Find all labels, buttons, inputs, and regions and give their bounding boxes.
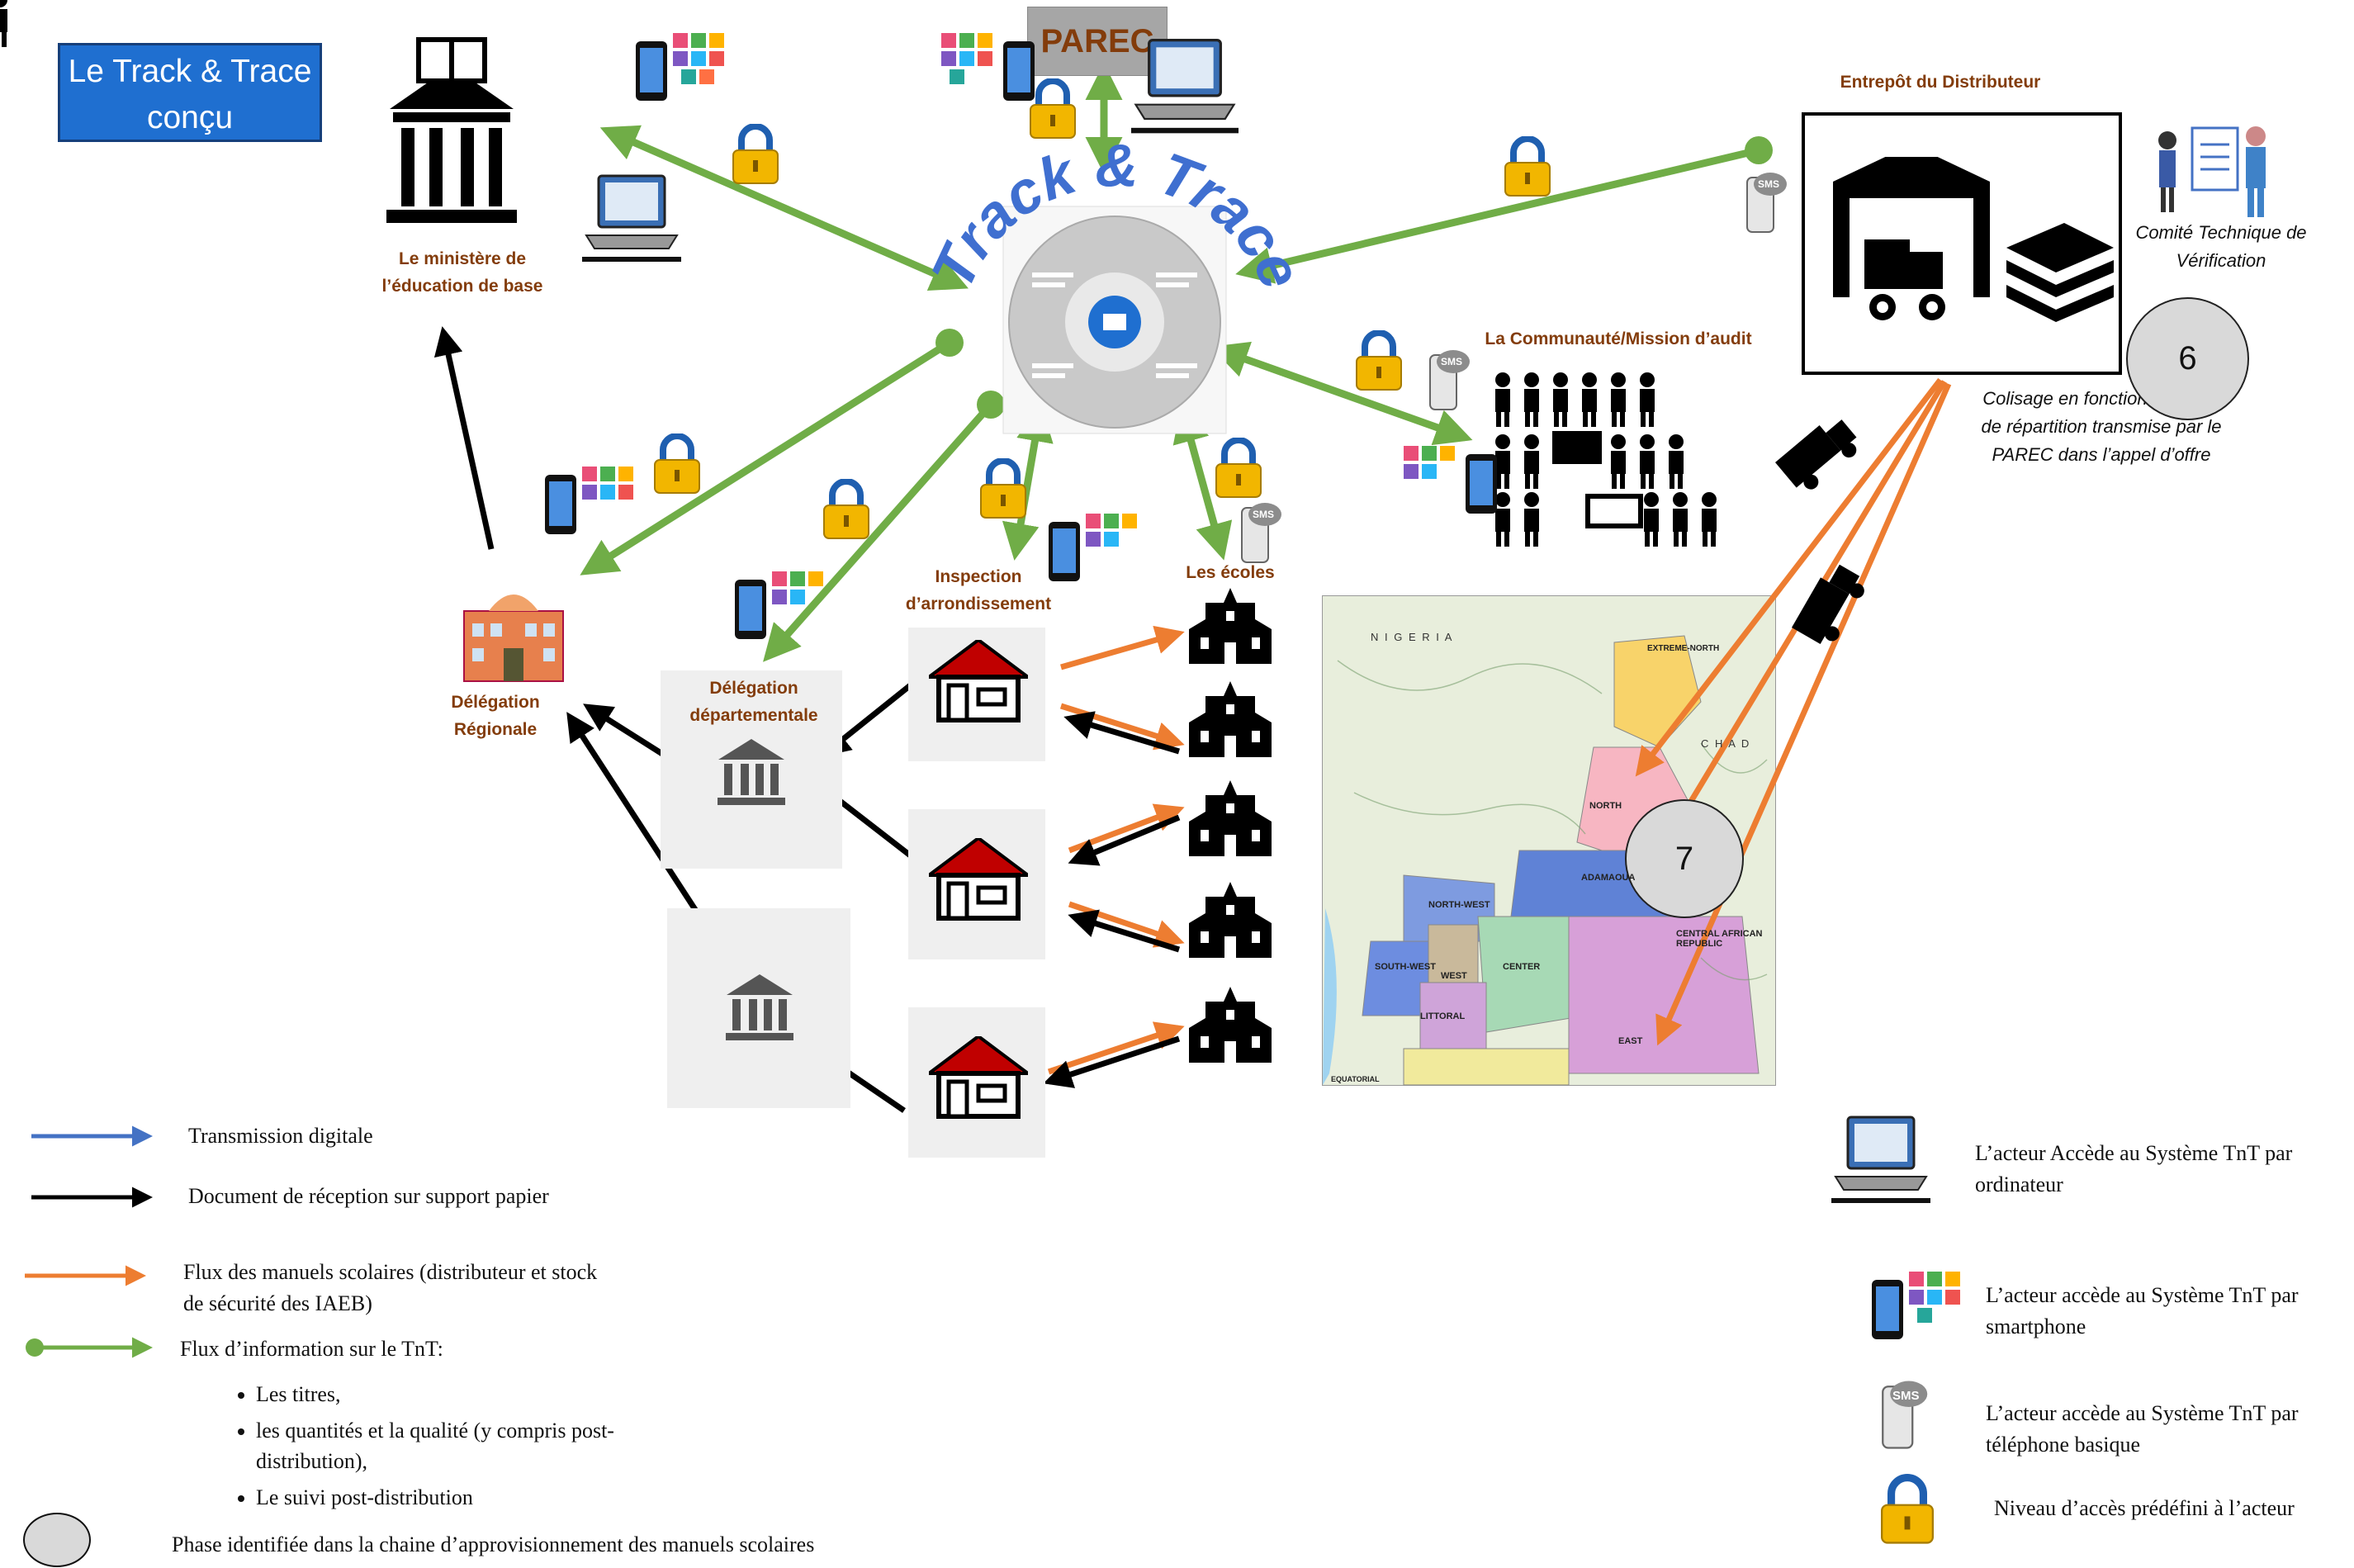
inspection-house-icon-3: [929, 1036, 1028, 1119]
smartphone-icon-community: [1404, 446, 1497, 514]
info-flow-ministry: [599, 125, 969, 291]
legend-digital-text: Transmission digitale: [188, 1124, 373, 1148]
departmental-building-icon-2: [726, 974, 793, 1040]
sms-phone-icon-schools: SMS: [1239, 500, 1281, 566]
padlock-icon-schools: [1215, 438, 1262, 498]
legend-info-text: Flux d’information sur le TnT:: [180, 1337, 443, 1361]
smartphone-icon-inspection: [1049, 514, 1137, 581]
map-label-extreme-north: EXTREME-NORTH: [1647, 644, 1720, 653]
warehouse-label: Entrepôt du Distributeur: [1840, 73, 2041, 92]
phase-6-circle: 6: [2126, 297, 2249, 420]
padlock-icon-inspection: [980, 458, 1026, 519]
legend-info-item: Le suivi post-distribution: [256, 1482, 685, 1514]
map-label-littoral: LITTORAL: [1420, 1011, 1466, 1021]
map-label-nigeria: N I G E R I A: [1371, 631, 1454, 643]
community-label: La Communauté/Mission d’audit: [1485, 329, 1752, 348]
smartphone-icon-departmental: [735, 571, 823, 639]
truck-icon-1: [1775, 419, 1857, 490]
sms-phone-icon-community: SMS: [1427, 347, 1470, 413]
phase-7-circle: 7: [1625, 799, 1744, 918]
legend-padlock-icon: [1881, 1474, 1934, 1544]
padlock-icon-departmental: [823, 479, 869, 539]
legend-laptop-icon: [1831, 1116, 1930, 1203]
committee-label: Comité Technique de Vérification: [2135, 222, 2307, 272]
community-people-icon: [0, 0, 1717, 547]
departmental-tile: [661, 670, 842, 869]
info-flow-departmental: [763, 402, 994, 662]
map-label-west: WEST: [1441, 971, 1467, 981]
parec-box[interactable]: PAREC: [1027, 7, 1168, 76]
track-and-trace-hub[interactable]: [1002, 206, 1227, 434]
regional-label: Délégation Régionale: [451, 693, 540, 739]
legend-sms-phone-icon: SMS: [1874, 1377, 1932, 1452]
regional-building-icon: [463, 595, 564, 682]
smartphone-icon-ministry: [636, 33, 724, 101]
departmental-building-icon: [718, 739, 785, 805]
legend-smartphone-icon: [1872, 1272, 1960, 1339]
info-flow-schools: [1172, 405, 1233, 561]
laptop-icon-ministry: [582, 174, 681, 262]
info-flow-community: [1210, 341, 1473, 446]
legend-phase-circle: [23, 1513, 91, 1567]
school-icon-2: [1189, 681, 1272, 757]
info-flow-warehouse: [1235, 146, 1760, 284]
legend-info-list: Les titres, les quantités et la qualité …: [223, 1379, 685, 1518]
smartphone-icon-parec: [941, 33, 1035, 101]
map-label-chad: C H A D: [1701, 737, 1751, 750]
departmental-tile-2: [667, 908, 850, 1108]
info-flow-origins: [935, 136, 1773, 419]
map-label-south-west: SOUTH-WEST: [1375, 962, 1436, 972]
legend-books-text: Flux des manuels scolaires (distributeur…: [183, 1260, 598, 1315]
map-label-car: CENTRAL AFRICAN REPUBLIC: [1676, 929, 1763, 949]
truck-icon-2: [1792, 564, 1864, 644]
padlock-icon-warehouse: [1504, 136, 1551, 197]
legend-info-item: les quantités et la qualité (y compris p…: [256, 1415, 685, 1477]
padlock-icon-parec: [1030, 78, 1076, 139]
legend-info-item: Les titres,: [256, 1379, 685, 1410]
info-flow-regional: [580, 339, 952, 576]
school-icon-1: [1189, 588, 1272, 664]
school-icon-5: [1189, 987, 1272, 1063]
title-box: Le Track & Trace conçu: [58, 43, 322, 142]
inspection-house-icon-2: [929, 838, 1028, 921]
smartphone-icon-regional: [545, 467, 633, 534]
ministry-building-icon: [386, 37, 517, 223]
padlock-icon-community: [1356, 330, 1402, 391]
map-label-east: EAST: [1618, 1036, 1643, 1046]
sms-badge-text: SMS: [1758, 178, 1780, 190]
legend-arrows: [25, 1125, 153, 1358]
warehouse-box-art: [1833, 157, 2114, 322]
sms-badge-text: SMS: [1892, 1389, 1920, 1403]
schools-label: Les écoles: [1186, 563, 1275, 582]
inspection-house-icon-1: [929, 640, 1028, 722]
sms-badge-text: SMS: [1441, 356, 1463, 367]
map-label-adamaoua: ADAMAOUA: [1581, 873, 1636, 883]
committee-people-icon: [2158, 126, 2266, 217]
map-label-equatorial: EQUATORIAL: [1331, 1075, 1380, 1083]
legend-basic-phone-text: L’acteur accède au Système TnT par télép…: [1986, 1401, 2299, 1457]
departmental-label: Délégation départementale: [689, 679, 818, 725]
legend-computer-text: L’acteur Accède au Système TnT par ordin…: [1975, 1141, 2293, 1196]
inspection-label: Inspection d’arrondissement: [905, 567, 1052, 613]
school-icon-4: [1189, 882, 1272, 958]
map-label-north: NORTH: [1589, 801, 1622, 811]
legend-access-text: Niveau d’accès prédéfini à l’acteur: [1994, 1496, 2295, 1520]
legend-phase-text: Phase identifiée dans la chaine d’approv…: [172, 1532, 815, 1556]
padlock-icon-ministry: [732, 124, 779, 184]
padlock-icon-regional: [654, 433, 700, 494]
map-label-north-west: NORTH-WEST: [1428, 900, 1490, 910]
map-label-center: CENTER: [1503, 962, 1541, 972]
legend-paper-text: Document de réception sur support papier: [188, 1184, 549, 1208]
ministry-label: Le ministère de l’éducation de base: [381, 249, 543, 296]
sms-badge-text: SMS: [1253, 509, 1275, 520]
school-icon-3: [1189, 780, 1272, 856]
legend-smartphone-text: L’acteur accède au Système TnT par smart…: [1986, 1283, 2299, 1338]
sms-phone-icon-warehouse: SMS: [1744, 169, 1787, 235]
laptop-icon-parec: [1131, 39, 1239, 134]
